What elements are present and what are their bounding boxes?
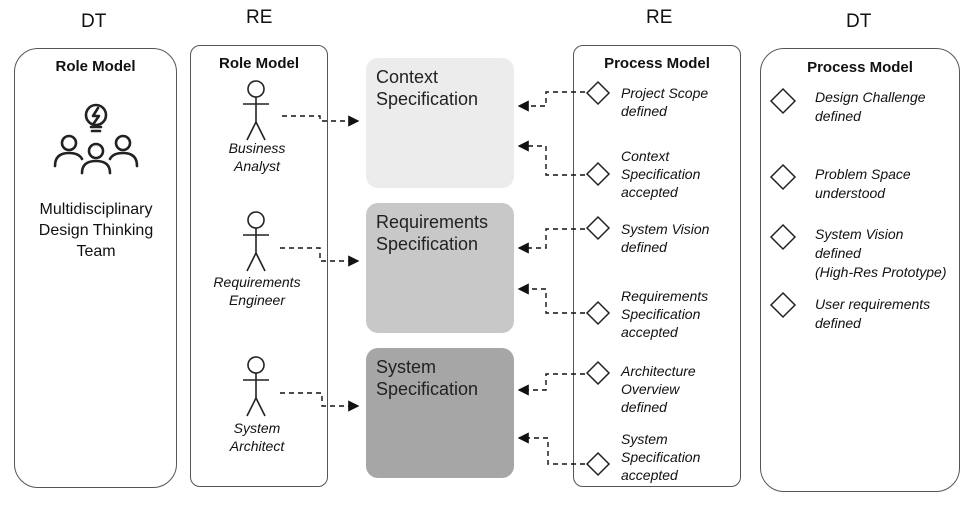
milestone-label: System Vision defined — [621, 220, 709, 256]
team-label: Multidisciplinary Design Thinking Team — [11, 199, 181, 262]
re-role-model-title: Role Model — [218, 55, 299, 72]
team-idea-icon — [53, 103, 139, 175]
arrow-analyst-to-context — [282, 115, 360, 127]
team-line: Multidisciplinary — [39, 201, 153, 218]
re-left-header: RE — [246, 7, 273, 28]
milestone-diamond-icon — [585, 451, 611, 477]
arrow-system-accepted — [517, 432, 585, 465]
milestone-line: accepted — [621, 467, 678, 483]
dt-milestone-line: (High-Res Prototype) — [815, 264, 947, 280]
dt-role-model-box: Role Model Multidisciplinary Design Thin… — [14, 48, 177, 488]
dt-milestone-line: defined — [815, 108, 861, 124]
dt-milestone-line: defined — [815, 315, 861, 331]
dt-milestone-diamond-icon — [769, 223, 797, 251]
re-process-model-box: Process Model — [573, 45, 741, 487]
dt-milestone-label: Problem Space understood — [815, 165, 911, 203]
milestone-line: Project Scope — [621, 85, 709, 101]
dt-left-header: DT — [81, 11, 107, 32]
milestone-diamond-icon — [585, 360, 611, 386]
milestone-line: Architecture — [621, 363, 696, 379]
team-line: Design Thinking — [38, 222, 154, 239]
dt-milestone-label: Design Challenge defined — [815, 88, 926, 126]
milestone-line: defined — [621, 103, 667, 119]
business-analyst-actor-icon — [243, 80, 269, 141]
arrow-scope-to-context — [517, 91, 585, 112]
milestone-line: defined — [621, 239, 667, 255]
milestone-line: Specification — [621, 306, 701, 322]
re-role-model-box: Role Model — [190, 45, 328, 487]
spec-line: Specification — [376, 379, 479, 399]
milestone-line: accepted — [621, 324, 678, 340]
milestone-line: Overview — [621, 381, 680, 397]
requirements-engineer-actor-icon — [243, 211, 269, 272]
arrow-requirements-accepted — [517, 283, 585, 314]
re-process-model-title: Process Model — [604, 55, 710, 72]
milestone-diamond-icon — [585, 161, 611, 187]
actor-label-business-analyst: Business Analyst — [202, 139, 312, 175]
dt-milestone-line: User requirements — [815, 296, 931, 312]
actor-label-line: Architect — [229, 438, 285, 454]
milestone-label: Context Specification accepted — [621, 147, 700, 201]
dt-process-model-box: Process Model — [760, 48, 960, 492]
arrow-vision-to-requirements — [517, 228, 585, 254]
spec-line: Specification — [376, 89, 479, 109]
dt-right-header: DT — [846, 11, 872, 32]
dt-milestone-diamond-icon — [769, 291, 797, 319]
milestone-line: Context — [621, 148, 670, 164]
actor-label-requirements-engineer: Requirements Engineer — [202, 273, 312, 309]
re-right-header: RE — [646, 7, 673, 28]
dt-milestone-diamond-icon — [769, 87, 797, 115]
milestone-label: Requirements Specification accepted — [621, 287, 708, 341]
milestone-label: Project Scope defined — [621, 84, 708, 120]
actor-label-line: Engineer — [228, 292, 286, 308]
milestone-line: accepted — [621, 184, 678, 200]
spec-line: Requirements — [376, 212, 489, 232]
milestone-diamond-icon — [585, 80, 611, 106]
arrow-engineer-to-requirements — [280, 247, 360, 267]
milestone-line: System — [621, 431, 668, 447]
actor-label-line: Requirements — [213, 274, 301, 290]
arrow-context-accepted — [517, 140, 585, 176]
dt-role-model-title: Role Model — [55, 58, 136, 75]
arrow-architecture-to-system — [517, 373, 585, 396]
spec-requirements: Requirements Specification — [366, 203, 514, 333]
milestone-line: Specification — [621, 449, 701, 465]
dt-milestone-line: Design Challenge — [815, 89, 926, 105]
actor-label-system-architect: System Architect — [202, 419, 312, 455]
spec-line: System — [376, 357, 437, 377]
milestone-label: Architecture Overview defined — [621, 362, 696, 416]
milestone-diamond-icon — [585, 215, 611, 241]
dt-milestone-line: Problem Space — [815, 166, 911, 182]
team-line: Team — [76, 243, 116, 260]
dt-milestone-line: defined — [815, 245, 861, 261]
dt-milestone-label: User requirements defined — [815, 295, 930, 333]
milestone-line: defined — [621, 399, 667, 415]
milestone-diamond-icon — [585, 300, 611, 326]
milestone-line: System Vision — [621, 221, 710, 237]
system-architect-actor-icon — [243, 356, 269, 417]
dt-milestone-label: System Vision defined (High-Res Prototyp… — [815, 225, 947, 282]
dt-milestone-line: System Vision — [815, 226, 904, 242]
milestone-line: Specification — [621, 166, 701, 182]
spec-context: Context Specification — [366, 58, 514, 188]
actor-label-line: System — [233, 420, 281, 436]
milestone-label: System Specification accepted — [621, 430, 700, 484]
spec-line: Specification — [376, 234, 479, 254]
dt-milestone-line: understood — [815, 185, 886, 201]
spec-system: System Specification — [366, 348, 514, 478]
arrow-architect-to-system — [280, 392, 360, 412]
milestone-line: Requirements — [621, 288, 709, 304]
spec-line: Context — [376, 67, 439, 87]
actor-label-line: Business — [228, 140, 286, 156]
dt-process-model-title: Process Model — [807, 59, 913, 76]
dt-milestone-diamond-icon — [769, 163, 797, 191]
actor-label-line: Analyst — [234, 158, 280, 174]
